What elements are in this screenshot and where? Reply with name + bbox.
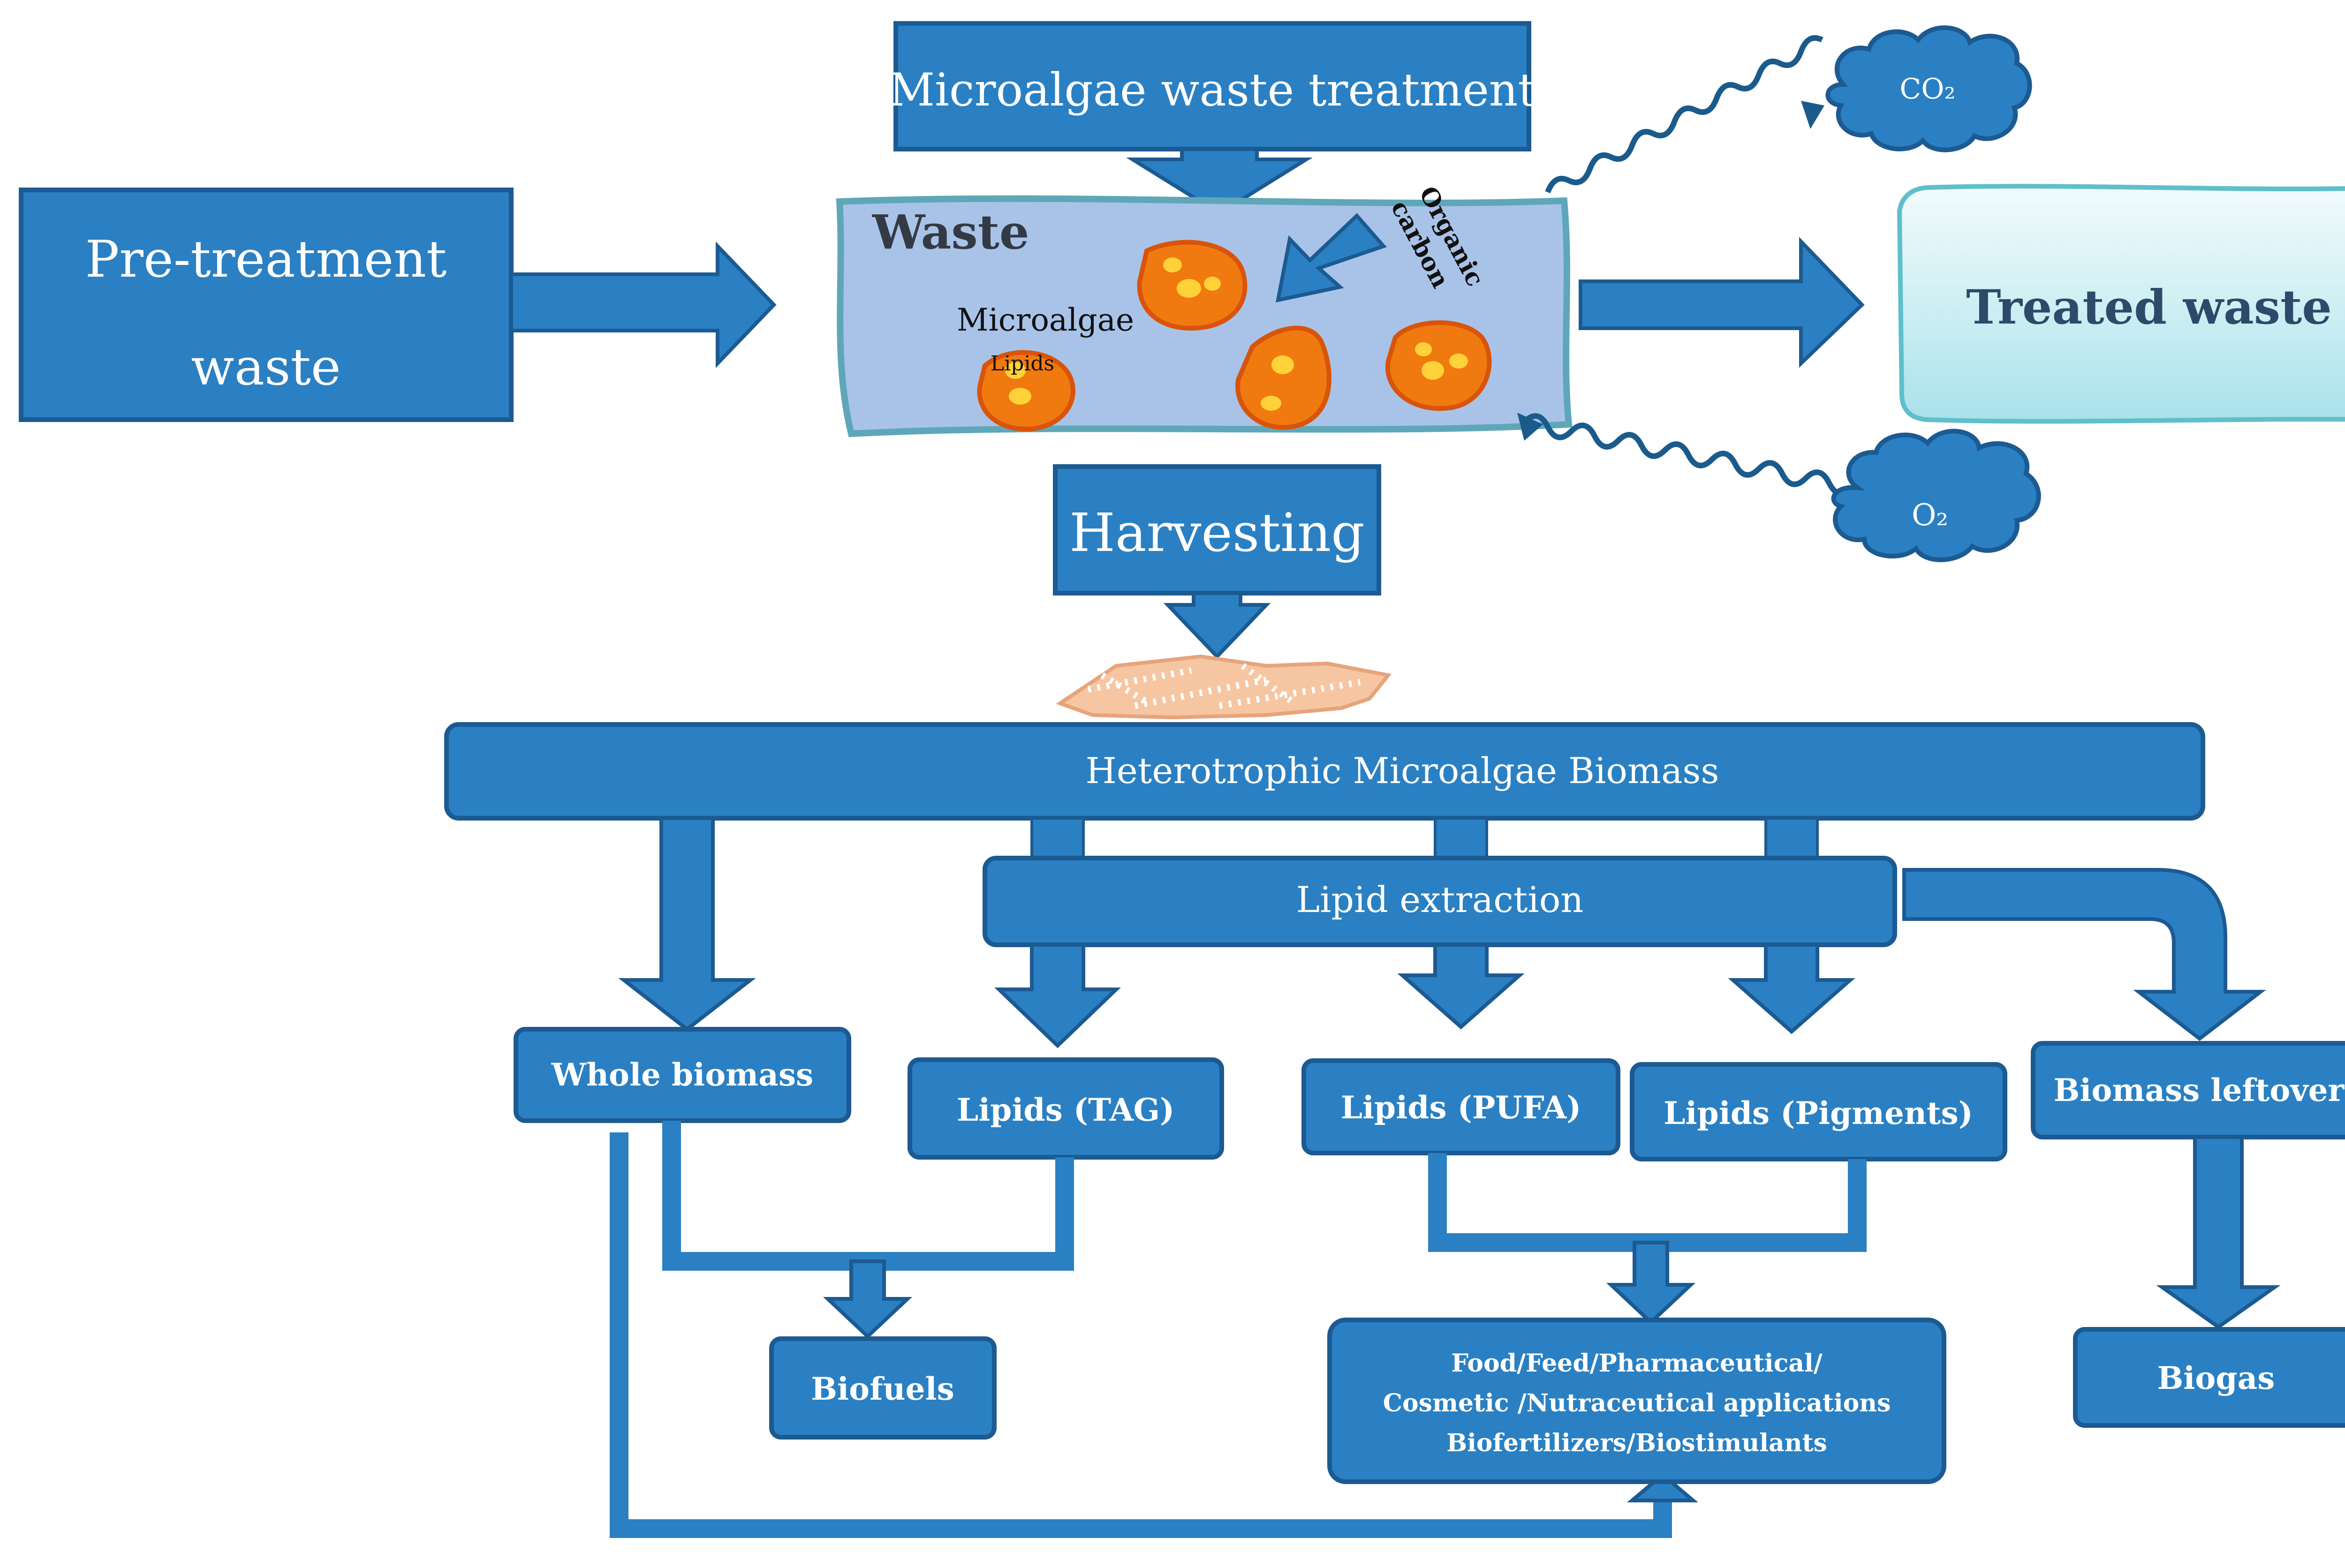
connector-whole-to-applications	[610, 1132, 1672, 1538]
microalgae-cell-4	[1385, 320, 1492, 411]
treated-waste-label: Treated waste	[1966, 279, 2332, 335]
biomass-bar	[444, 722, 2205, 821]
co2-cloud: CO₂	[1825, 25, 2032, 152]
biomass-label: Heterotrophic Microalgae Biomass	[1086, 750, 1719, 792]
waste-label: Waste	[872, 204, 1029, 260]
applications-label-line3: Biofertilizers/Biostimulants	[1446, 1429, 1827, 1457]
biogas-label: Biogas	[2157, 1360, 2275, 1396]
microalgae-cell-3	[1235, 325, 1331, 430]
lipid-extraction-node: Lipid extraction	[983, 856, 1897, 947]
biomass-leftovers-node: Biomass leftovers	[2031, 1041, 2345, 1139]
microalgae-cell-2	[1137, 240, 1248, 331]
stub-biomass-extraction-3	[1764, 817, 1819, 862]
applications-box	[1327, 1318, 1946, 1484]
arrow-extraction-to-pufa	[1397, 943, 1525, 1030]
treatment-node: Microalgae waste treatment	[889, 21, 1536, 151]
o2-cloud-shape	[1831, 429, 2041, 562]
applications-node: Food/Feed/Pharmaceutical/ Cosmetic /Nutr…	[1327, 1318, 1946, 1484]
whole-biomass-label: Whole biomass	[551, 1056, 813, 1093]
lipids-tag-label: Lipids (TAG)	[957, 1092, 1175, 1128]
harvested-biomass-pile	[1056, 654, 1392, 720]
o2-arrowhead	[1517, 413, 1543, 441]
arrow-to-applications	[1606, 1241, 1696, 1325]
biogas-box	[2073, 1327, 2345, 1428]
microalgae-cell-1	[977, 350, 1075, 432]
applications-label-line1: Food/Feed/Pharmaceutical/	[1451, 1349, 1823, 1378]
lipids-pufa-box	[1301, 1058, 1620, 1155]
lipids-pigments-box	[1630, 1062, 2007, 1161]
lipids-label: Lipids	[991, 352, 1054, 376]
o2-label: O₂	[1912, 498, 1948, 533]
whole-biomass-node: Whole biomass	[514, 1027, 851, 1123]
treated-waste-box	[1897, 184, 2345, 424]
connector-pufa-pigments-to-applications	[1428, 1153, 1867, 1252]
arrow-extraction-to-tag	[994, 943, 1121, 1048]
lipids-pigments-node: Lipids (Pigments)	[1630, 1062, 2007, 1161]
biofuels-box	[769, 1336, 997, 1440]
harvesting-label: Harvesting	[1069, 503, 1365, 564]
arrow-harvesting-to-biomass	[1163, 591, 1271, 659]
organic-carbon-arrow	[1275, 213, 1387, 303]
arrow-whole-to-applications	[1627, 1472, 1698, 1502]
biomass-leftovers-label: Biomass leftovers	[2053, 1072, 2345, 1108]
co2-cloud-shape	[1825, 25, 2032, 152]
whole-biomass-box	[514, 1027, 851, 1123]
arrow-waste-to-treated	[1579, 237, 1865, 368]
lipid-extraction-label: Lipid extraction	[1296, 879, 1584, 920]
treatment-label: Microalgae waste treatment	[889, 64, 1536, 116]
lipids-pufa-label: Lipids (PUFA)	[1341, 1089, 1581, 1126]
treated-waste-node: Treated waste	[1897, 184, 2345, 424]
co2-arrowhead	[1801, 101, 1824, 129]
co2-wavy-line	[1545, 35, 1823, 194]
arrow-leftovers-to-biogas	[2156, 1135, 2281, 1329]
biofuels-node: Biofuels	[769, 1336, 997, 1440]
biofuels-label: Biofuels	[811, 1371, 954, 1407]
pretreatment-box	[19, 188, 514, 422]
applications-label-line2: Cosmetic /Nutraceutical applications	[1383, 1389, 1891, 1417]
biogas-node: Biogas	[2073, 1327, 2345, 1428]
microalgae-label: Microalgae	[957, 302, 1134, 338]
arrow-pretreatment-to-waste	[509, 241, 777, 368]
co2-label: CO₂	[1899, 73, 1955, 106]
o2-cloud: O₂	[1831, 429, 2041, 562]
pretreatment-label-line1: Pre-treatment	[85, 230, 447, 289]
arrow-extraction-to-pigments	[1728, 943, 1855, 1034]
lipids-pigments-label: Lipids (Pigments)	[1664, 1095, 1973, 1131]
waste-container: Waste Microalgae Lipids Organi	[836, 181, 1573, 437]
treatment-box	[893, 21, 1531, 151]
harvesting-node: Harvesting	[1053, 464, 1381, 596]
arrow-extraction-to-leftovers	[1902, 868, 2266, 1041]
lipids-pufa-node: Lipids (PUFA)	[1301, 1058, 1620, 1155]
stub-biomass-extraction-2	[1434, 817, 1488, 862]
biomass-node: Heterotrophic Microalgae Biomass	[444, 722, 2205, 821]
arrow-biomass-to-whole	[618, 816, 756, 1032]
arrow-to-biofuels	[823, 1259, 913, 1339]
arrow-treatment-to-waste	[1126, 147, 1313, 216]
pretreatment-node: Pre-treatment waste	[19, 188, 514, 422]
lipids-tag-node: Lipids (TAG)	[908, 1057, 1224, 1160]
pretreatment-label-line2: waste	[191, 338, 341, 397]
stub-biomass-extraction-1	[1030, 817, 1085, 862]
